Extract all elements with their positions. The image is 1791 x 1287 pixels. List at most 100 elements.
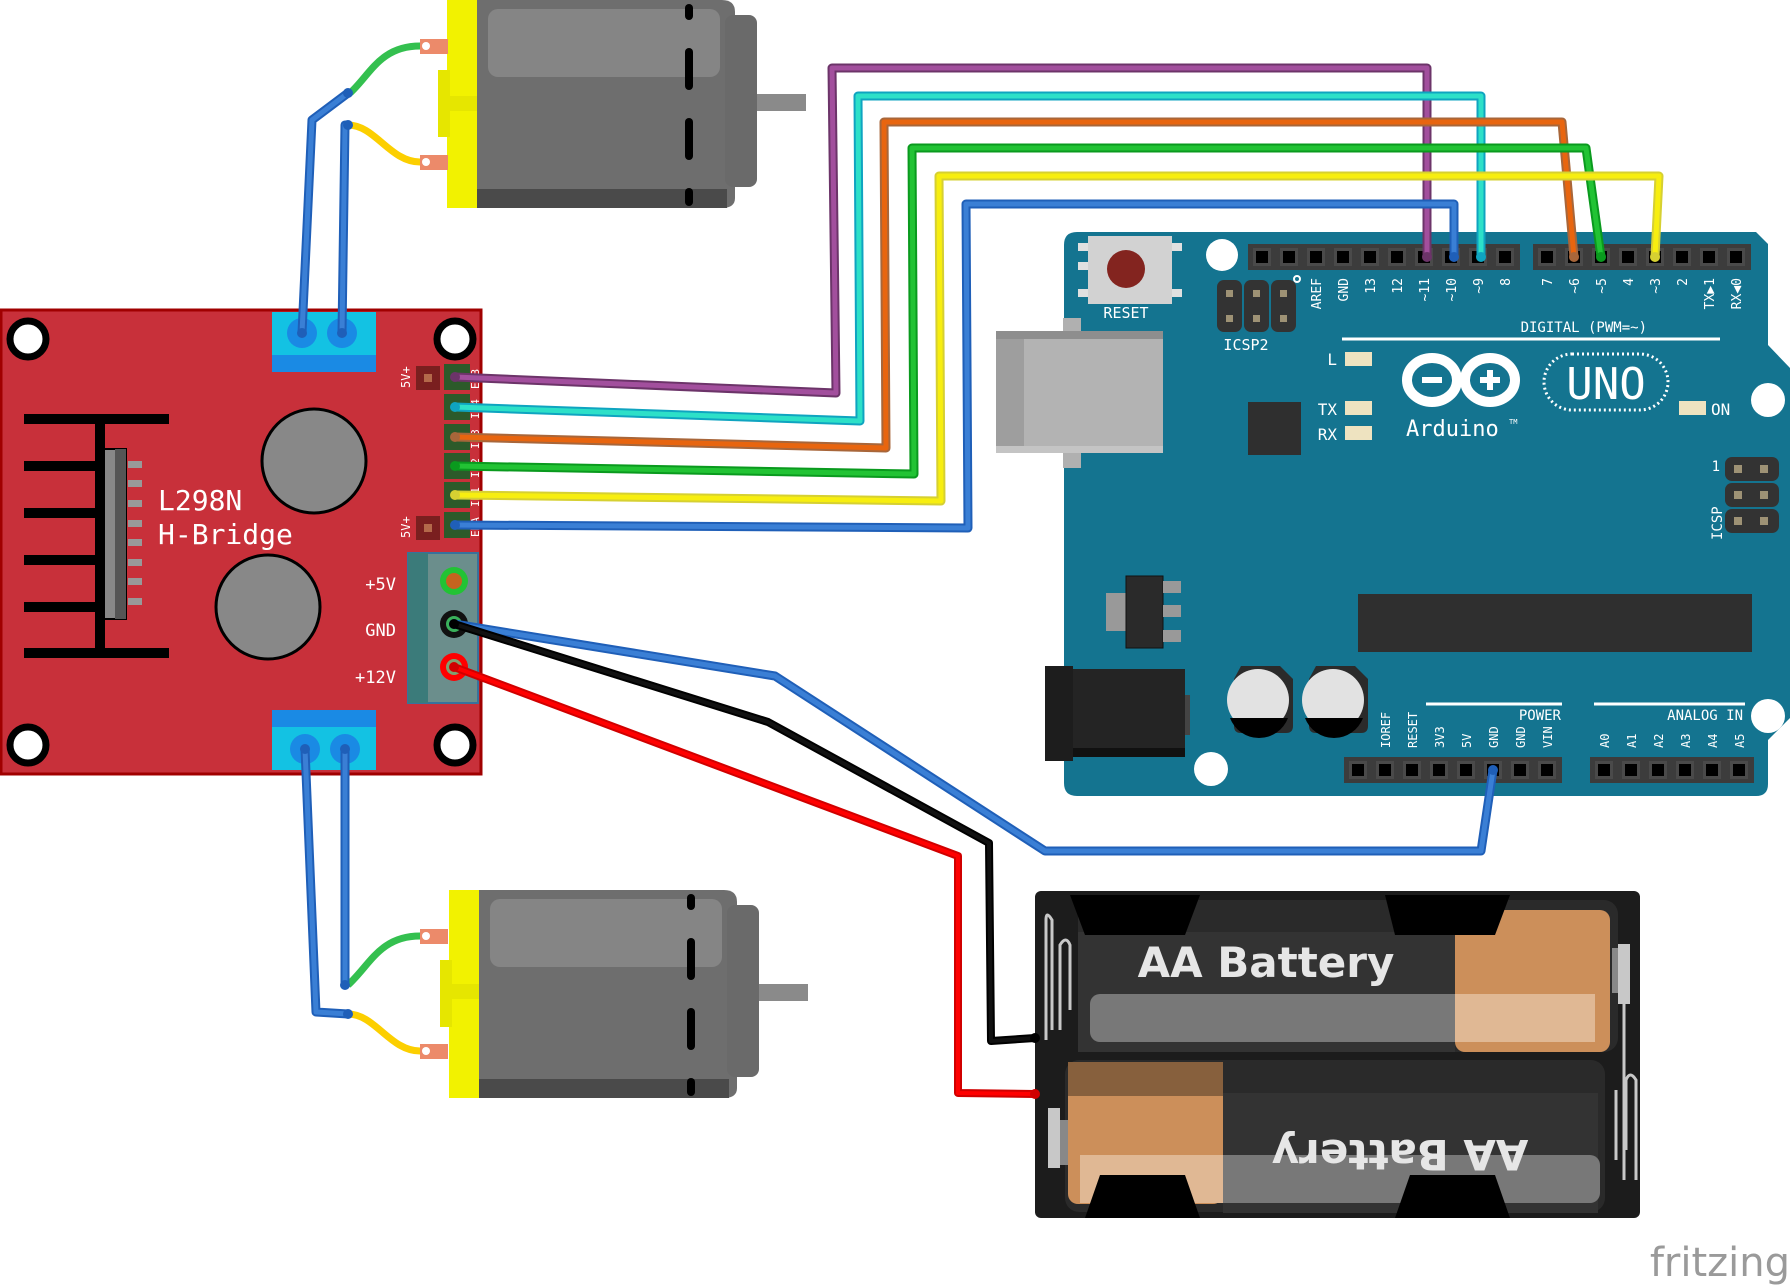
wire-in4-d9-endpoint — [450, 402, 460, 412]
analog-header — [1590, 757, 1754, 783]
digital-header-socket[interactable] — [1541, 251, 1553, 263]
icsp2-label: ICSP2 — [1223, 336, 1268, 354]
digital-header-socket[interactable] — [1730, 251, 1742, 263]
wire-12v-battery[interactable] — [452, 665, 1037, 1096]
motor-top-highlight — [488, 9, 720, 77]
label-plus5v: +5V — [365, 575, 396, 595]
wire-motor-top-b-endpoint — [343, 120, 353, 130]
wire-motor-top-a[interactable] — [299, 90, 351, 336]
power-header-socket[interactable] — [1433, 764, 1445, 776]
digital-pin-label: GND — [1337, 278, 1352, 302]
wire-in4-d9-endpoint — [1476, 252, 1486, 262]
driver-mounting-hole — [6, 723, 50, 767]
motor-bottom-terminal-hole — [422, 932, 430, 940]
motor-top-slot — [685, 118, 693, 160]
wire-in2-d5-endpoint — [450, 461, 460, 471]
battery-spring — [1044, 913, 1072, 1040]
analog-pin-label: A4 — [1706, 734, 1720, 748]
analog-header-socket[interactable] — [1625, 764, 1637, 776]
wire-in2-d5[interactable] — [452, 145, 1604, 477]
analog-header-socket[interactable] — [1733, 764, 1745, 776]
digital-pin-label: 13 — [1364, 278, 1379, 294]
digital-header-socket[interactable] — [1337, 251, 1349, 263]
wire-gnd-arduino[interactable] — [451, 621, 1496, 854]
arduino-board — [1064, 232, 1790, 796]
led-on — [1679, 401, 1706, 415]
analog-header-socket[interactable] — [1706, 764, 1718, 776]
power-title: POWER — [1519, 708, 1562, 724]
power-header-socket[interactable] — [1460, 764, 1472, 776]
motor-top-lead-green — [347, 42, 421, 96]
arduino-mounting-hole — [1751, 383, 1785, 417]
power-header-socket[interactable] — [1352, 764, 1364, 776]
battery-label-top: AA Battery — [1138, 938, 1395, 987]
wires — [297, 63, 1664, 1099]
label-gnd: GND — [365, 621, 396, 641]
usb-chip — [1248, 402, 1301, 455]
driver-subtitle: H-Bridge — [158, 518, 293, 551]
wire-gnd-battery-endpoint — [449, 619, 459, 629]
wire-motor-bottom-a[interactable] — [302, 746, 351, 1017]
motor-bottom-slot — [687, 894, 695, 910]
arduino-logo-icon — [1402, 353, 1520, 407]
motor-bottom-lead-green — [345, 932, 421, 988]
power-pin-label: GND — [1514, 726, 1528, 748]
motor-top-terminal-hole — [422, 42, 430, 50]
power-header-socket[interactable] — [1514, 764, 1526, 776]
wire-gnd-battery[interactable] — [452, 622, 1037, 1043]
wire-motor-top-a-endpoint — [343, 88, 353, 98]
digital-pin-label: ~9 — [1472, 278, 1487, 294]
digital-header-socket[interactable] — [1391, 251, 1403, 263]
power-header — [1344, 757, 1562, 783]
power-header-socket[interactable] — [1541, 764, 1553, 776]
wire-in3-d6[interactable] — [452, 119, 1577, 451]
analog-header-socket[interactable] — [1652, 764, 1664, 776]
arduino-brand: Arduino — [1406, 417, 1499, 442]
digital-header-socket[interactable] — [1364, 251, 1376, 263]
wire-enb-d11[interactable] — [452, 65, 1430, 396]
driver-name: L298N — [158, 484, 242, 517]
power-pin-label: RESET — [1406, 712, 1420, 748]
led-l — [1345, 352, 1372, 366]
battery-spring — [1614, 1073, 1638, 1180]
power-header-socket[interactable] — [1406, 764, 1418, 776]
analog-header-socket[interactable] — [1598, 764, 1610, 776]
wire-motor-bottom-b-endpoint — [340, 744, 350, 754]
led-on-label: ON — [1711, 400, 1730, 419]
wire-12v-battery-endpoint — [1030, 1089, 1040, 1099]
reset-button[interactable] — [1078, 236, 1182, 304]
jumper-pin — [424, 374, 432, 382]
digital-header-socket[interactable] — [1703, 251, 1715, 263]
wire-motor-bottom-a-endpoint — [343, 1009, 353, 1019]
power-pin-label: 5V — [1460, 734, 1474, 748]
power-header-socket[interactable] — [1379, 764, 1391, 776]
arduino-mounting-hole — [1206, 239, 1238, 271]
digital-header-socket[interactable] — [1310, 251, 1322, 263]
motor-top — [347, 0, 806, 208]
motor-top-terminal-hole — [422, 158, 430, 166]
wire-in3-d6-endpoint — [1569, 252, 1579, 262]
icsp-pin1-label: 1 — [1712, 459, 1720, 475]
digital-header-socket[interactable] — [1499, 251, 1511, 263]
digital-header-socket[interactable] — [1283, 251, 1295, 263]
uno-badge — [1542, 352, 1670, 412]
digital-header-socket[interactable] — [1622, 251, 1634, 263]
led-rx-label: RX — [1318, 425, 1338, 444]
driver-board — [0, 308, 483, 776]
wire-in1-d3[interactable] — [452, 173, 1662, 504]
digital-header-socket[interactable] — [1676, 251, 1688, 263]
battery-cell-bottom: AA Battery — [1048, 1060, 1605, 1218]
power-pin-label: VIN — [1541, 726, 1555, 748]
wire-ena-d10[interactable] — [452, 201, 1457, 531]
output-terminal-top — [272, 312, 376, 372]
led-rx — [1345, 426, 1372, 440]
analog-pin-label: A5 — [1733, 734, 1747, 748]
led-l-label: L — [1327, 350, 1337, 369]
digital-pin-label: AREF — [1310, 278, 1325, 309]
battery-pack: AA Battery AA Battery — [1035, 891, 1640, 1218]
digital-header-socket[interactable] — [1256, 251, 1268, 263]
icsp2-header — [1217, 280, 1296, 332]
analog-pin-label: A3 — [1679, 734, 1693, 748]
analog-header-socket[interactable] — [1679, 764, 1691, 776]
